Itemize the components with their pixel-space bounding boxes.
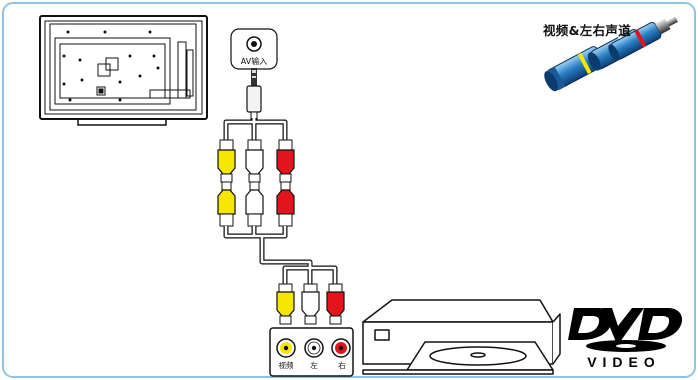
dvd-logo-subtext: VIDEO bbox=[587, 354, 661, 370]
rca-plug-video-top bbox=[217, 139, 236, 183]
rca-plug-left-bottom bbox=[301, 283, 320, 325]
jack-video bbox=[276, 338, 296, 358]
rca-cables-icon bbox=[544, 16, 678, 92]
rca-plug-left-top bbox=[245, 139, 264, 183]
diagram-title: 视频&左右声道 bbox=[543, 23, 632, 38]
rca-plug-right-bottom bbox=[326, 283, 345, 325]
dvd-player bbox=[362, 299, 561, 375]
mini-plug bbox=[246, 68, 262, 121]
dvd-logo-icon bbox=[568, 308, 683, 352]
rca-plug-video-mid bbox=[217, 181, 236, 227]
rca-plug-right-top bbox=[276, 139, 295, 183]
jack-right bbox=[331, 338, 351, 358]
device-jack-panel bbox=[269, 327, 354, 377]
jack-label-video: 视频 bbox=[278, 361, 294, 370]
split-cables-inner bbox=[224, 118, 287, 142]
jack-left bbox=[304, 338, 324, 358]
tv-back-panel bbox=[39, 15, 208, 126]
jack-label-left: 左 bbox=[310, 361, 318, 370]
tv-screw-holes bbox=[62, 30, 160, 102]
rca-plug-video-bottom bbox=[276, 283, 295, 325]
merge-cable-inner bbox=[224, 226, 337, 286]
av-input-label: AV输入 bbox=[240, 57, 268, 66]
jack-label-right: 右 bbox=[338, 361, 346, 370]
